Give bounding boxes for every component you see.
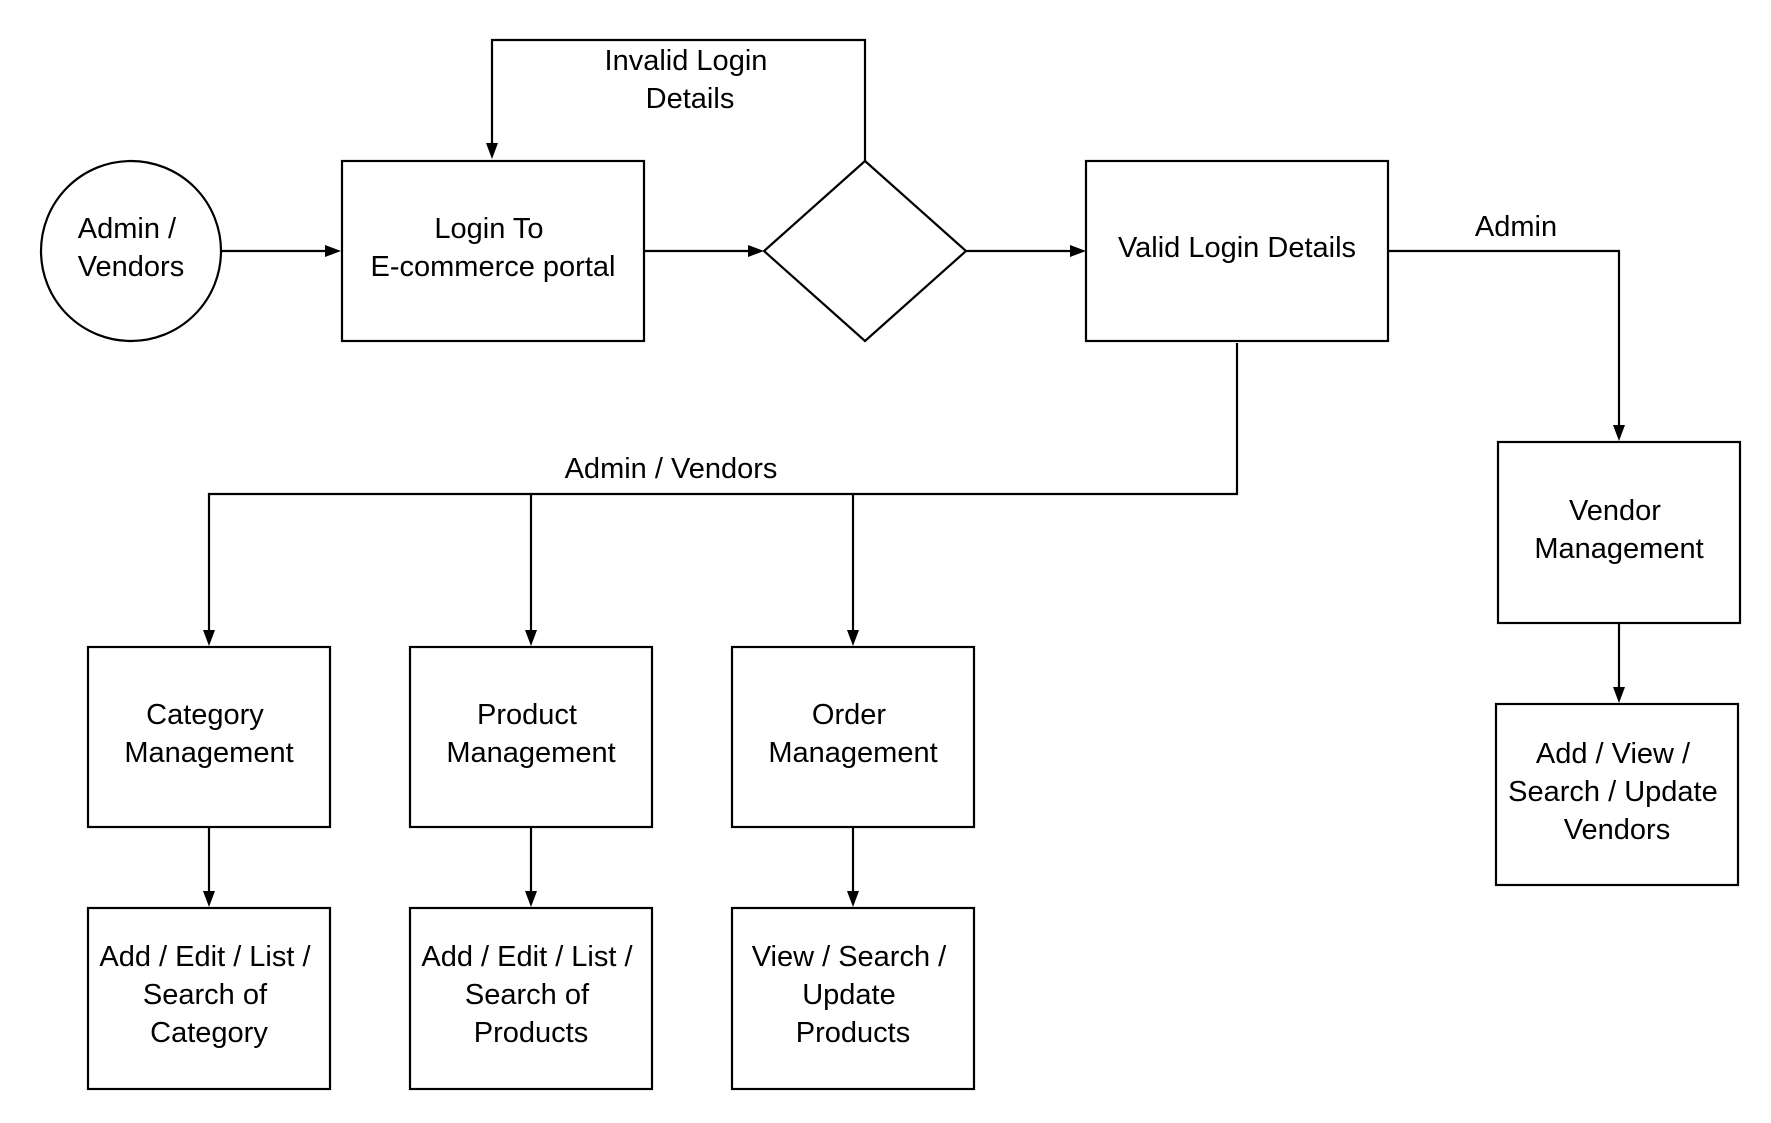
category-management-label-line-1: Category bbox=[146, 699, 264, 731]
arrowhead-order-to-actions bbox=[847, 891, 859, 907]
vendor-actions-label-line-3: Vendors bbox=[1564, 814, 1670, 846]
product-management-label-line-1: Product bbox=[477, 699, 577, 731]
vendor-actions-label-line-2: Search / Update bbox=[1508, 776, 1718, 808]
arrowhead-login-to-decision bbox=[748, 245, 764, 257]
edge-label-admin: Admin bbox=[1475, 211, 1557, 243]
vendor-management-box bbox=[1496, 440, 1742, 625]
arrowhead-bus-to-category bbox=[203, 630, 215, 646]
category-actions-label-line-3: Category bbox=[150, 1017, 268, 1049]
arrowhead-category-to-actions bbox=[203, 891, 215, 907]
category-actions-label: Add / Edit / List / Search of Category bbox=[99, 941, 318, 1049]
edge-valid-to-vendor bbox=[1388, 249, 1621, 431]
arrowhead-invalid-loop bbox=[486, 143, 498, 159]
edge-label-invalid: Invalid Login Details bbox=[605, 45, 776, 115]
edge-label-admin-vendors-line-1: Admin / Vendors bbox=[565, 453, 778, 485]
edge-label-admin-vendors: Admin / Vendors bbox=[565, 453, 778, 485]
shapes bbox=[39, 159, 1742, 1091]
product-management-box bbox=[408, 645, 654, 829]
order-actions-box bbox=[730, 906, 976, 1091]
category-management-label: Category Management bbox=[124, 699, 293, 769]
start-node-label-line-1: Admin / bbox=[78, 213, 177, 245]
valid-login-box-label: Valid Login Details bbox=[1118, 232, 1356, 264]
product-actions-label-line-3: Products bbox=[474, 1017, 588, 1049]
order-actions-label-line-2: Update bbox=[802, 979, 896, 1011]
order-management-box bbox=[730, 645, 976, 829]
product-actions-label-line-1: Add / Edit / List / bbox=[421, 941, 633, 973]
category-actions-label-line-2: Search of bbox=[143, 979, 268, 1011]
login-box bbox=[340, 159, 646, 343]
category-management-box bbox=[86, 645, 332, 829]
order-actions-label-line-3: Products bbox=[796, 1017, 910, 1049]
arrowhead-bus-to-product bbox=[525, 630, 537, 646]
arrowhead-valid-to-vendor bbox=[1613, 425, 1625, 441]
arrowhead-start-to-login bbox=[325, 245, 341, 257]
arrowhead-decision-to-valid bbox=[1070, 245, 1086, 257]
vendor-actions-label-line-1: Add / View / bbox=[1536, 738, 1691, 770]
vendor-management-label-line-1: Vendor bbox=[1569, 495, 1661, 527]
node-labels: Admin / Vendors Login To E-commerce port… bbox=[78, 213, 1726, 1049]
order-management-label-line-2: Management bbox=[768, 737, 937, 769]
decision-diamond bbox=[762, 159, 968, 343]
start-node-label-line-2: Vendors bbox=[78, 251, 184, 283]
edge-label-invalid-line-2: Details bbox=[646, 83, 735, 115]
vendor-management-label: Vendor Management bbox=[1534, 495, 1703, 565]
vendor-actions-label: Add / View / Search / Update Vendors bbox=[1508, 738, 1726, 846]
arrowhead-vendor-to-actions bbox=[1613, 687, 1625, 703]
login-box-label: Login To E-commerce portal bbox=[371, 213, 616, 283]
product-actions-box bbox=[408, 906, 654, 1091]
start-node bbox=[39, 159, 223, 343]
vendor-actions-box bbox=[1494, 702, 1740, 887]
edge-labels: Invalid Login Details Admin Admin / Vend… bbox=[565, 45, 1558, 485]
arrowhead-product-to-actions bbox=[525, 891, 537, 907]
valid-login-box-label-line-1: Valid Login Details bbox=[1118, 232, 1356, 264]
login-box-label-line-2: E-commerce portal bbox=[371, 251, 616, 283]
order-actions-label-line-1: View / Search / bbox=[752, 941, 947, 973]
order-management-label-line-1: Order bbox=[812, 699, 886, 731]
login-box-label-line-1: Login To bbox=[434, 213, 543, 245]
product-actions-label-line-2: Search of bbox=[465, 979, 590, 1011]
category-actions-box bbox=[86, 906, 332, 1091]
edge-label-invalid-line-1: Invalid Login bbox=[605, 45, 768, 77]
category-actions-label-line-1: Add / Edit / List / bbox=[99, 941, 311, 973]
product-management-label-line-2: Management bbox=[446, 737, 615, 769]
edge-valid-to-bus bbox=[207, 343, 1239, 636]
order-management-label: Order Management bbox=[768, 699, 937, 769]
category-management-label-line-2: Management bbox=[124, 737, 293, 769]
edge-invalid-loop bbox=[490, 38, 867, 161]
product-management-label: Product Management bbox=[446, 699, 615, 769]
valid-login-box bbox=[1084, 159, 1390, 343]
start-node-label: Admin / Vendors bbox=[78, 213, 184, 283]
product-actions-label: Add / Edit / List / Search of Products bbox=[421, 941, 640, 1049]
order-actions-label: View / Search / Update Products bbox=[752, 941, 955, 1049]
arrowhead-bus-to-order bbox=[847, 630, 859, 646]
connectors bbox=[203, 38, 1625, 907]
vendor-management-label-line-2: Management bbox=[1534, 533, 1703, 565]
edge-label-admin-line-1: Admin bbox=[1475, 211, 1557, 243]
